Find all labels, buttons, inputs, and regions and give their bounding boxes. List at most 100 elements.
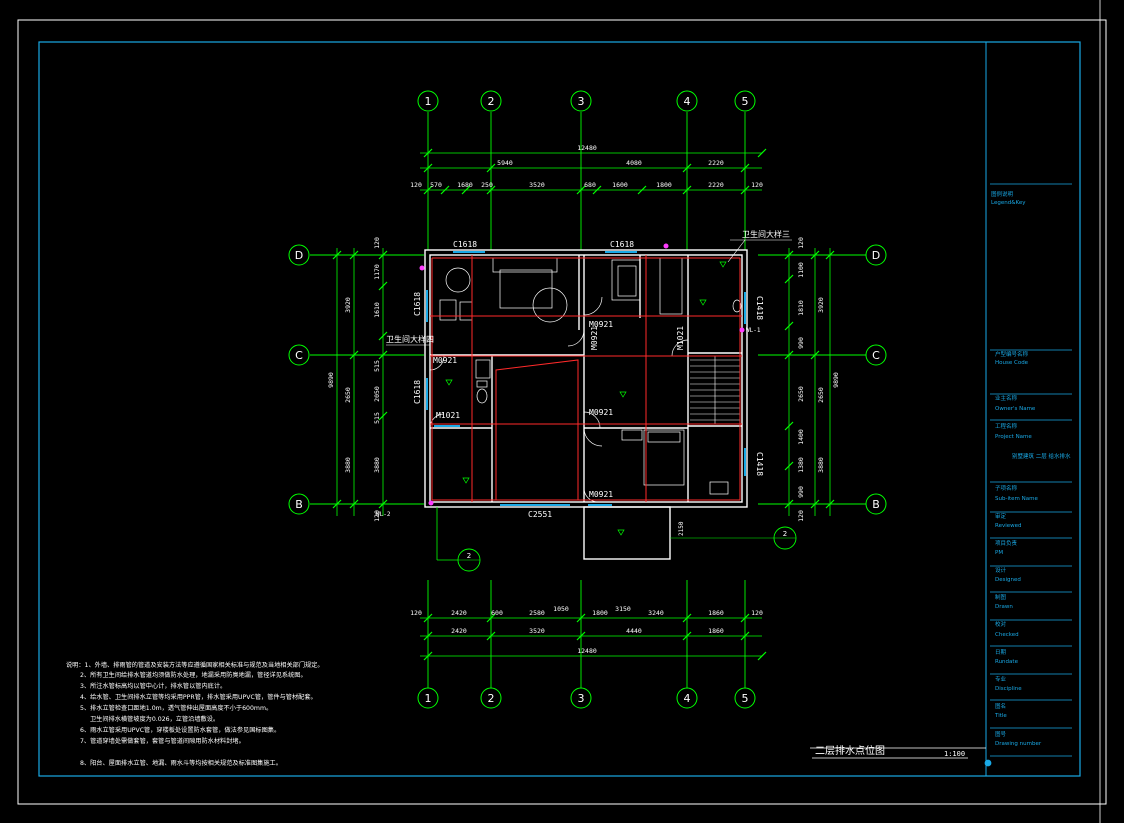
- drawing-title: 二层排水点位图: [815, 744, 885, 757]
- dim-right-mid-1: 3920: [817, 297, 825, 313]
- axis-top-2: 2: [488, 95, 495, 108]
- dim-top-detail-10: 120: [751, 181, 763, 189]
- drawing-title-block: 二层排水点位图 1:100: [812, 744, 968, 759]
- axis-top-5: 5: [742, 95, 749, 108]
- tb-pm-cn: 项目负责: [995, 539, 1018, 547]
- win-label-6: C1418: [755, 452, 764, 476]
- axis-bottom-3: 3: [578, 692, 585, 705]
- axis-left-c: C: [295, 349, 303, 362]
- dim-bottom-detail-10: 120: [751, 609, 763, 617]
- dim-top-detail-8: 1800: [656, 181, 672, 189]
- dim-right-detail-9: 120: [797, 510, 805, 522]
- dim-left-detail-4: 515: [373, 360, 381, 372]
- axis-top-1: 1: [425, 95, 432, 108]
- dim-bottom-detail-5: 1050: [553, 605, 569, 613]
- dim-right-total: 9890: [832, 372, 840, 388]
- win-label-5: C1418: [755, 296, 764, 320]
- dim-top-detail-6: 680: [584, 181, 596, 189]
- dim-top-detail-9: 2220: [708, 181, 724, 189]
- tb-house-en: House Code: [995, 360, 1029, 366]
- tb-date-en: Rundate: [995, 659, 1019, 665]
- dim-top-detail-3: 1680: [457, 181, 473, 189]
- dim-bottom-detail-9: 1860: [708, 609, 724, 617]
- drawing-scale: 1:100: [944, 750, 965, 758]
- drainage-pipes: [430, 255, 742, 502]
- dim-top-mid-1: 5940: [497, 159, 513, 167]
- tb-des-en: Designed: [995, 577, 1021, 583]
- axis-left-b: B: [295, 498, 303, 511]
- tb-draw-cn: 制图: [995, 593, 1007, 601]
- axis-bottom-5: 5: [742, 692, 749, 705]
- tb-legend-cn: 图例说明: [991, 190, 1014, 198]
- section-markers: 2 2 2150: [436, 507, 797, 572]
- tb-no-en: Drawing number: [995, 741, 1042, 747]
- note-9: 8、阳台、屋面排水立管、地漏、雨水斗等均按相关规范及标准图集施工。: [80, 759, 282, 767]
- tb-project-value: 别墅建筑 二层 给水排水: [1012, 452, 1071, 460]
- furniture: [439, 257, 742, 495]
- axis-right-d: D: [872, 249, 880, 262]
- tb-owner-cn: 业主名称: [995, 394, 1018, 402]
- axis-top-4: 4: [684, 95, 691, 108]
- tb-title-cn: 图名: [995, 702, 1006, 710]
- door-label-4: M0921: [589, 490, 613, 499]
- dim-bottom-detail-3: 600: [491, 609, 503, 617]
- tb-project-en: Project Name: [995, 434, 1032, 440]
- dim-right-detail-5: 2650: [797, 386, 805, 402]
- dim-bottom-total: 12480: [577, 647, 597, 655]
- tb-chk-en: Checked: [995, 632, 1019, 638]
- dim-left-detail-7: 3880: [373, 457, 381, 473]
- tb-disc-cn: 专业: [995, 675, 1007, 683]
- dim-bottom-detail-2: 2420: [451, 609, 467, 617]
- dim-bottom-detail-1: 120: [410, 609, 422, 617]
- axis-bottom-4: 4: [684, 692, 691, 705]
- axis-top-3: 3: [578, 95, 585, 108]
- note-4: 4、给水管、卫生间排水立管等均采用PPR管，排水管采用UPVC管，管件与管材配套…: [80, 693, 317, 701]
- note-2: 2、所有卫生间给排水管道均须做防水处理，地漏采用防臭地漏，管径详见系统图。: [80, 671, 307, 679]
- note-1: 说明：1、外墙、排雨管的管道及安装方法等应遵循国家相关标准与规范及当地相关部门规…: [66, 661, 324, 669]
- dims-top: 12480 5940 4080 2220 120 570 1680 250 35…: [410, 144, 763, 189]
- walls: [424, 249, 748, 560]
- door-label-5: M0921: [590, 326, 599, 350]
- dim-left-detail-5: 2050: [373, 386, 381, 402]
- dim-top-mid-3: 2220: [708, 159, 724, 167]
- pipe-label-wl1: WL-1: [746, 327, 761, 334]
- section-mark-right: 2: [783, 530, 787, 538]
- drawing-frame: [17, 0, 1107, 823]
- tb-title-en: Title: [994, 713, 1007, 719]
- dim-top-total: 12480: [577, 144, 597, 152]
- dim-left-total: 9890: [327, 372, 335, 388]
- axis-right-c: C: [872, 349, 880, 362]
- dim-top-detail-1: 120: [410, 181, 422, 189]
- win-label-4: C1618: [413, 380, 422, 404]
- axis-bottom-2: 2: [488, 692, 495, 705]
- note-3: 3、所注水管标高均以管中心计，排水管以管内底计。: [80, 682, 226, 690]
- pipe-label-wl2: WL-2: [376, 511, 391, 518]
- note-6: 卫生间排水横管坡度为0.026，立管沿墙敷设。: [90, 715, 219, 723]
- note-8: 7、管道穿墙处需做套管，套管与管道间隙用防水材料封堵。: [80, 737, 245, 745]
- dim-right-detail-3: 1810: [797, 300, 805, 316]
- tb-sub-en: Sub-item Name: [995, 496, 1038, 502]
- dim-right-detail-2: 1100: [797, 262, 805, 278]
- dimension-lines: [336, 152, 831, 657]
- title-block-text: 图例说明 Legend&Key 户型编号名称 House Code 业主名称 O…: [991, 190, 1071, 747]
- dim-bottom-detail-8: 3240: [648, 609, 664, 617]
- tb-pm-en: PM: [995, 550, 1003, 556]
- dim-bottom-mid-1: 2420: [451, 627, 467, 635]
- section-mark-left: 2: [467, 552, 471, 560]
- title-block: [984, 183, 1072, 767]
- tb-draw-en: Drawn: [995, 604, 1013, 610]
- dim-top-detail-7: 1600: [612, 181, 628, 189]
- dim-right-detail-7: 1380: [797, 457, 805, 473]
- dim-left-detail-3: 1610: [373, 302, 381, 318]
- tb-owner-en: Owner's Name: [995, 406, 1036, 412]
- dim-left-detail-2: 1170: [373, 264, 381, 280]
- dim-right-detail-4: 990: [797, 337, 805, 349]
- detail-callout-right: 卫生间大样三: [742, 229, 790, 239]
- dim-right-detail-6: 1400: [797, 429, 805, 445]
- tb-sub-cn: 子项名称: [995, 484, 1018, 492]
- door-label-7: M1021: [676, 326, 685, 350]
- axis-left-d: D: [295, 249, 303, 262]
- general-notes: 说明：1、外墙、排雨管的管道及安装方法等应遵循国家相关标准与规范及当地相关部门规…: [66, 661, 324, 767]
- dim-left-detail-8: 120: [373, 510, 381, 522]
